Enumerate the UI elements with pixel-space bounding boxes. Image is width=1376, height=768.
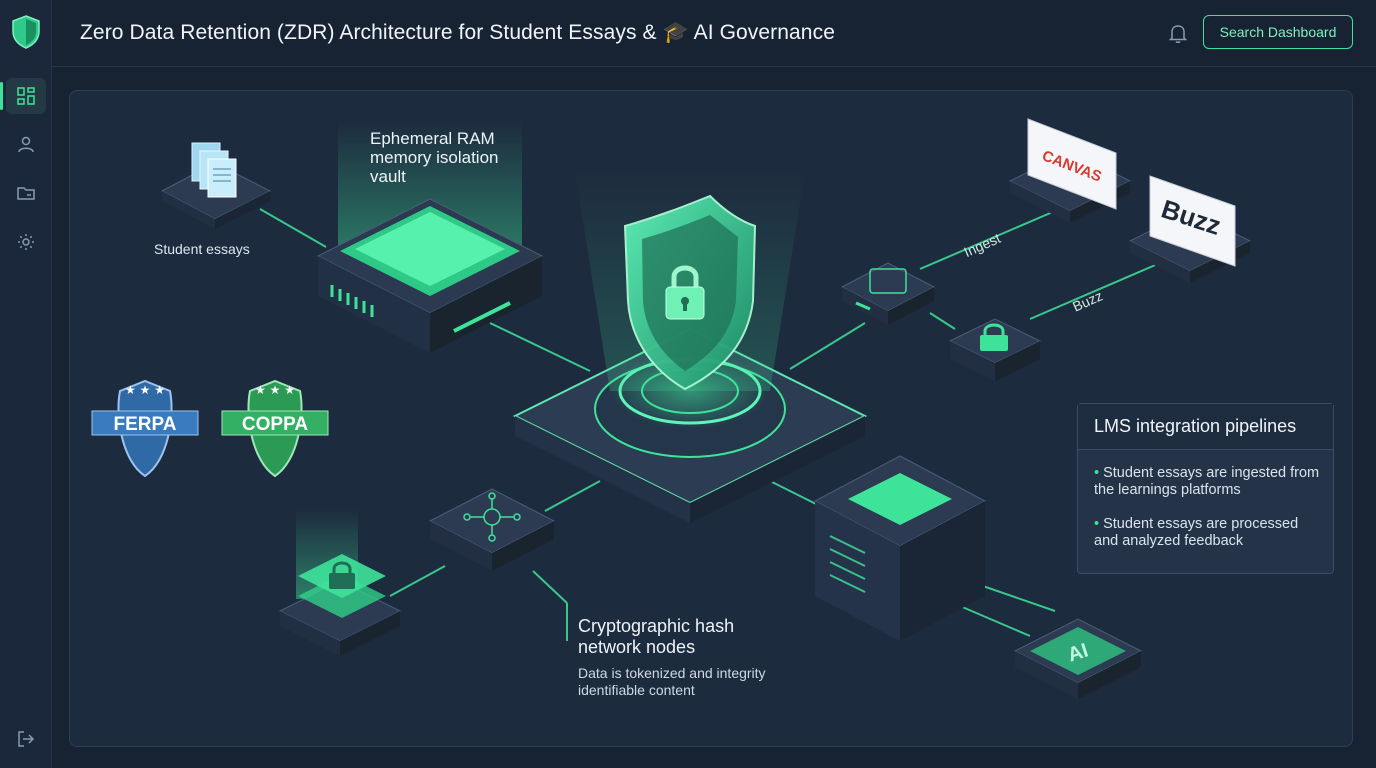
sidebar-item-users[interactable] [6,126,46,162]
shield-logo-icon [12,15,40,49]
architecture-diagram: ★ ★ ★ FERPA ★ ★ ★ COPPA CANVAS Buzz [69,90,1353,747]
buzz-lms-node: Buzz [1128,175,1252,283]
document-icon [213,168,231,182]
lock-icon [329,561,355,589]
server-rack-lines [829,535,866,593]
ferpa-label: FERPA [114,414,177,435]
vault-label: Ephemeral RAM memory isolation vault [370,129,499,186]
sidebar-item-files[interactable] [6,175,46,211]
security-shield-icon [623,194,757,391]
hash-nodes-title: Cryptographic hash network nodes [578,616,735,657]
processing-server-node [813,455,987,641]
ai-model-node: AI [1013,618,1143,699]
encryption-lock-node [948,318,1042,381]
coppa-badge: ★ ★ ★ COPPA [221,379,329,478]
vault-vents [330,285,374,317]
hash-nodes-description: Data is tokenized and integrity identifi… [578,665,766,698]
logout-button[interactable] [6,721,46,757]
sidebar [0,0,52,768]
info-item: • Student essays are ingested from the l… [1094,465,1320,498]
ingest-node [840,262,936,325]
info-item: • Student essays are processed and analy… [1094,516,1299,549]
diagram-scene: ★ ★ ★ FERPA ★ ★ ★ COPPA CANVAS Buzz [91,118,1252,699]
svg-text:★ ★ ★: ★ ★ ★ [255,383,295,397]
network-icon [463,492,521,542]
lock-icon [980,323,1008,351]
bell-icon[interactable] [1166,21,1190,45]
hash-network-node [428,488,556,571]
svg-text:★ ★ ★: ★ ★ ★ [125,383,165,397]
ferpa-badge: ★ ★ ★ FERPA [91,379,199,478]
search-dashboard-button[interactable]: Search Dashboard [1203,15,1353,49]
page-title: Zero Data Retention (ZDR) Architecture f… [80,21,835,44]
student-essays-node [160,142,272,229]
secure-storage-node [278,509,402,656]
user-icon [18,136,34,153]
header: Zero Data Retention (ZDR) Architecture f… [52,0,1376,67]
grid-icon [17,87,35,105]
info-panel-title: LMS integration pipelines [1078,404,1333,450]
lms-info-panel: LMS integration pipelines • Student essa… [1077,403,1334,574]
folder-icon [17,187,35,200]
coppa-label: COPPA [242,414,308,435]
sidebar-item-settings[interactable] [6,224,46,260]
sidebar-item-dashboard[interactable] [0,78,46,114]
gear-icon [18,234,34,250]
student-essays-label: Student essays [154,241,250,257]
ram-vault-node [316,121,544,353]
logout-icon [18,731,35,747]
padlock-icon [665,265,705,320]
canvas-lms-node: CANVAS [1008,118,1132,223]
